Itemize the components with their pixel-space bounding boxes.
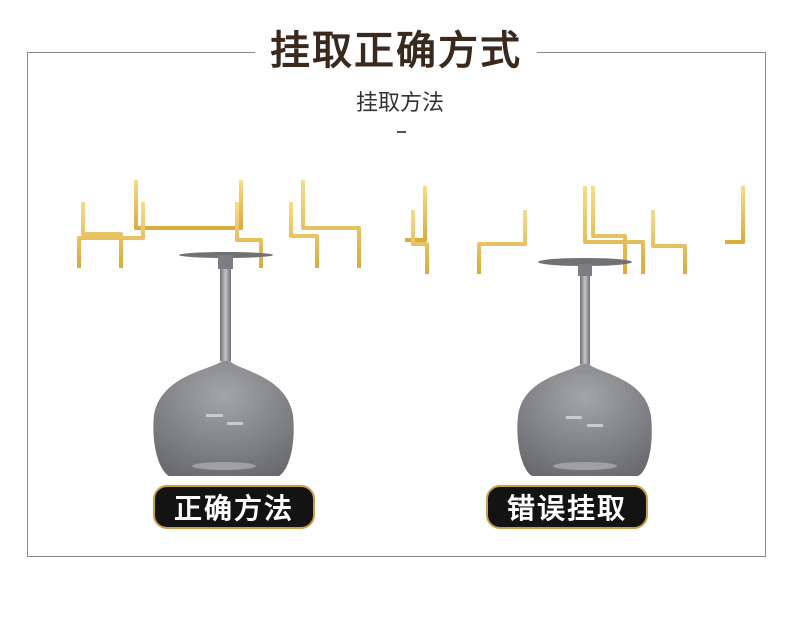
correct-method-label: 正确方法: [153, 485, 315, 529]
page-subtitle: 挂取方法: [355, 91, 444, 116]
wrong-method-illustration: [405, 170, 753, 480]
wine-rack: [41, 178, 395, 270]
wine-rack: [405, 184, 753, 276]
correct-rack-and-glass: [41, 178, 395, 476]
wrong-rack-and-glass: [405, 184, 753, 476]
correct-method-illustration: [41, 170, 395, 480]
title-background: [255, 28, 537, 76]
subtitle-underline: [397, 131, 406, 133]
page-title: 挂取正确方式: [270, 28, 522, 74]
wrong-method-label: 错误挂取: [486, 485, 648, 529]
wine-glass: [517, 258, 652, 476]
wine-glass: [153, 252, 294, 476]
